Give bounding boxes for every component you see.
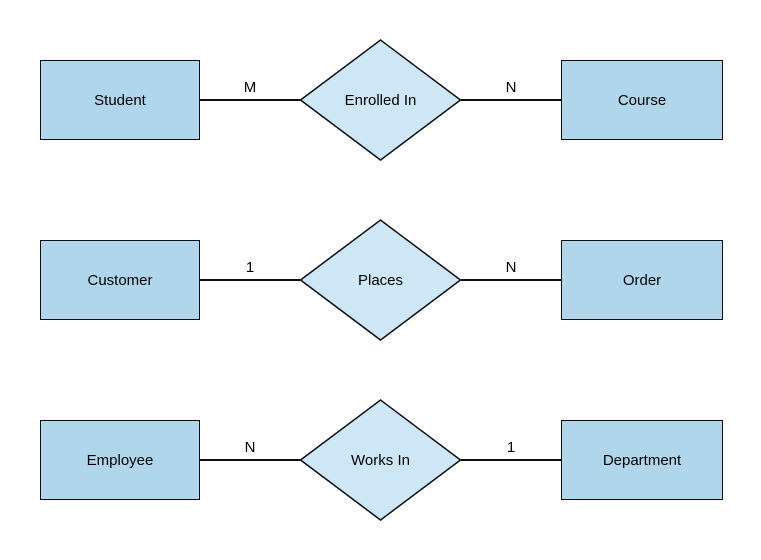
- cardinality-label: N: [505, 79, 517, 96]
- diamond-shape: [299, 399, 462, 521]
- entity-box-order: Order: [561, 240, 723, 320]
- relationship-diamond-works-in: Works In: [299, 399, 462, 521]
- connector-line: [200, 99, 300, 101]
- er-relationship-row-student-course: Student M Enrolled In N Course: [0, 39, 761, 161]
- entity-label: Customer: [87, 271, 153, 289]
- er-relationship-row-employee-department: Employee N Works In 1 Department: [0, 399, 761, 521]
- entity-box-customer: Customer: [40, 240, 200, 320]
- cardinality-label: M: [243, 79, 257, 96]
- cardinality-label: 1: [506, 439, 516, 456]
- entity-label: Student: [94, 91, 146, 109]
- relationship-diamond-enrolled-in: Enrolled In: [299, 39, 462, 161]
- entity-box-department: Department: [561, 420, 723, 500]
- er-relationship-row-customer-order: Customer 1 Places N Order: [0, 219, 761, 341]
- connector-line: [461, 279, 561, 281]
- connector-line: [200, 279, 300, 281]
- cardinality-label: N: [244, 439, 256, 456]
- entity-label: Course: [617, 91, 667, 109]
- relationship-label: Enrolled In: [344, 91, 417, 109]
- entity-box-student: Student: [40, 60, 200, 140]
- relationship-diamond-places: Places: [299, 219, 462, 341]
- connector-line: [461, 99, 561, 101]
- entity-label: Order: [622, 271, 662, 289]
- cardinality-label: 1: [245, 259, 255, 276]
- connector-line: [461, 459, 561, 461]
- cardinality-label: N: [505, 259, 517, 276]
- relationship-label: Places: [357, 271, 404, 289]
- entity-box-employee: Employee: [40, 420, 200, 500]
- entity-label: Department: [602, 451, 682, 469]
- entity-box-course: Course: [561, 60, 723, 140]
- relationship-label: Works In: [351, 451, 410, 469]
- diamond-shape: [299, 39, 462, 161]
- diamond-shape: [299, 219, 462, 341]
- connector-line: [200, 459, 300, 461]
- entity-label: Employee: [86, 451, 154, 469]
